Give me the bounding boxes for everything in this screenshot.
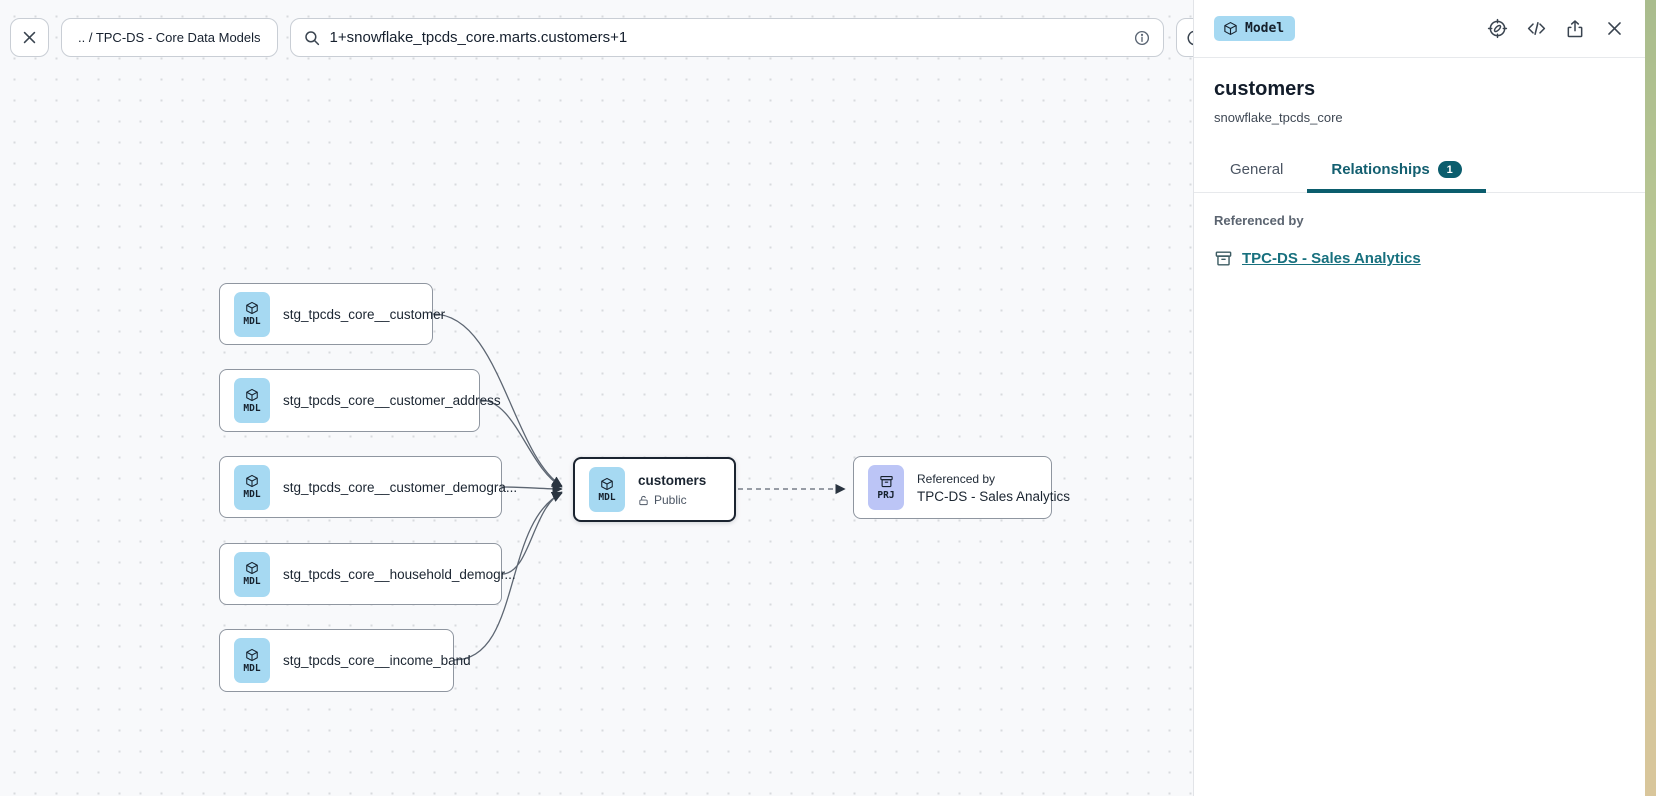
panel-title: customers bbox=[1214, 78, 1316, 100]
lineage-canvas[interactable]: .. / TPC-DS - Core Data Models bbox=[0, 0, 1215, 796]
canvas-toolbar: .. / TPC-DS - Core Data Models bbox=[10, 18, 1215, 57]
close-lineage-button[interactable] bbox=[10, 18, 49, 57]
model-resource-icon: MDL bbox=[234, 464, 270, 510]
lineage-node-stg-customer[interactable]: MDL stg_tpcds_core__customer bbox=[219, 283, 445, 345]
model-resource-icon: MDL bbox=[234, 551, 270, 597]
details-tabs: General Relationships 1 bbox=[1194, 149, 1645, 193]
lineage-node-stg-customer-address[interactable]: MDL stg_tpcds_core__customer_address bbox=[219, 369, 501, 432]
lineage-node-stg-income-band[interactable]: MDL stg_tpcds_core__income_band bbox=[219, 629, 471, 692]
relationships-count-badge: 1 bbox=[1437, 161, 1462, 178]
lineage-edges bbox=[432, 313, 846, 661]
close-panel-button[interactable] bbox=[1601, 16, 1627, 42]
node-label: customers bbox=[638, 473, 707, 488]
search-icon bbox=[303, 29, 321, 47]
referenced-by-item[interactable]: TPC-DS - Sales Analytics bbox=[1214, 249, 1625, 268]
project-resource-icon: PRJ bbox=[868, 465, 904, 510]
model-resource-icon: MDL bbox=[234, 638, 270, 683]
lineage-node-stg-household-demographics[interactable]: MDL stg_tpcds_core__household_demogr... bbox=[219, 543, 516, 605]
node-label: stg_tpcds_core__income_band bbox=[283, 653, 471, 668]
tab-relationships[interactable]: Relationships 1 bbox=[1307, 149, 1487, 193]
cube-icon bbox=[1223, 21, 1238, 36]
model-resource-icon: MDL bbox=[234, 378, 270, 423]
view-code-button[interactable] bbox=[1523, 16, 1549, 42]
lineage-selector-box bbox=[289, 18, 1164, 57]
explore-compass-button[interactable] bbox=[1484, 16, 1510, 42]
info-icon[interactable] bbox=[1133, 29, 1151, 47]
model-resource-icon: MDL bbox=[589, 467, 625, 512]
breadcrumb-label: .. / TPC-DS - Core Data Models bbox=[78, 30, 261, 45]
referenced-by-label: Referenced by bbox=[1214, 213, 1304, 228]
referenced-by-link[interactable]: TPC-DS - Sales Analytics bbox=[1242, 250, 1421, 267]
lineage-node-stg-customer-demographics[interactable]: MDL stg_tpcds_core__customer_demogra... bbox=[219, 456, 517, 518]
node-label: stg_tpcds_core__customer bbox=[283, 306, 446, 322]
close-icon bbox=[21, 29, 38, 46]
breadcrumb[interactable]: .. / TPC-DS - Core Data Models bbox=[61, 18, 278, 57]
desktop-wallpaper-edge bbox=[1645, 0, 1656, 796]
model-resource-icon: MDL bbox=[234, 291, 270, 337]
project-archive-icon bbox=[1214, 249, 1233, 268]
node-label: TPC-DS - Sales Analytics bbox=[917, 488, 1071, 504]
panel-subtitle: snowflake_tpcds_core bbox=[1214, 110, 1343, 125]
resource-type-badge: Model bbox=[1214, 16, 1296, 41]
tab-general[interactable]: General bbox=[1230, 161, 1284, 178]
lineage-node-customers-selected[interactable]: MDL customers Public bbox=[573, 457, 736, 522]
resource-type-label: Model bbox=[1245, 21, 1285, 36]
lineage-node-project-sales-analytics[interactable]: PRJ Referenced by TPC-DS - Sales Analyti… bbox=[853, 456, 1070, 519]
details-panel-header: Model bbox=[1194, 0, 1645, 58]
public-access-icon bbox=[638, 495, 649, 506]
share-button[interactable] bbox=[1562, 16, 1588, 42]
node-access-label: Public bbox=[654, 493, 687, 507]
node-kicker: Referenced by bbox=[917, 471, 996, 486]
details-panel: Model customers snowflake_tpcds_core bbox=[1193, 0, 1645, 796]
node-label: stg_tpcds_core__household_demogr... bbox=[283, 566, 516, 582]
lineage-selector-input[interactable] bbox=[329, 29, 1124, 46]
node-label: stg_tpcds_core__customer_address bbox=[283, 393, 501, 408]
node-label: stg_tpcds_core__customer_demogra... bbox=[283, 479, 518, 495]
